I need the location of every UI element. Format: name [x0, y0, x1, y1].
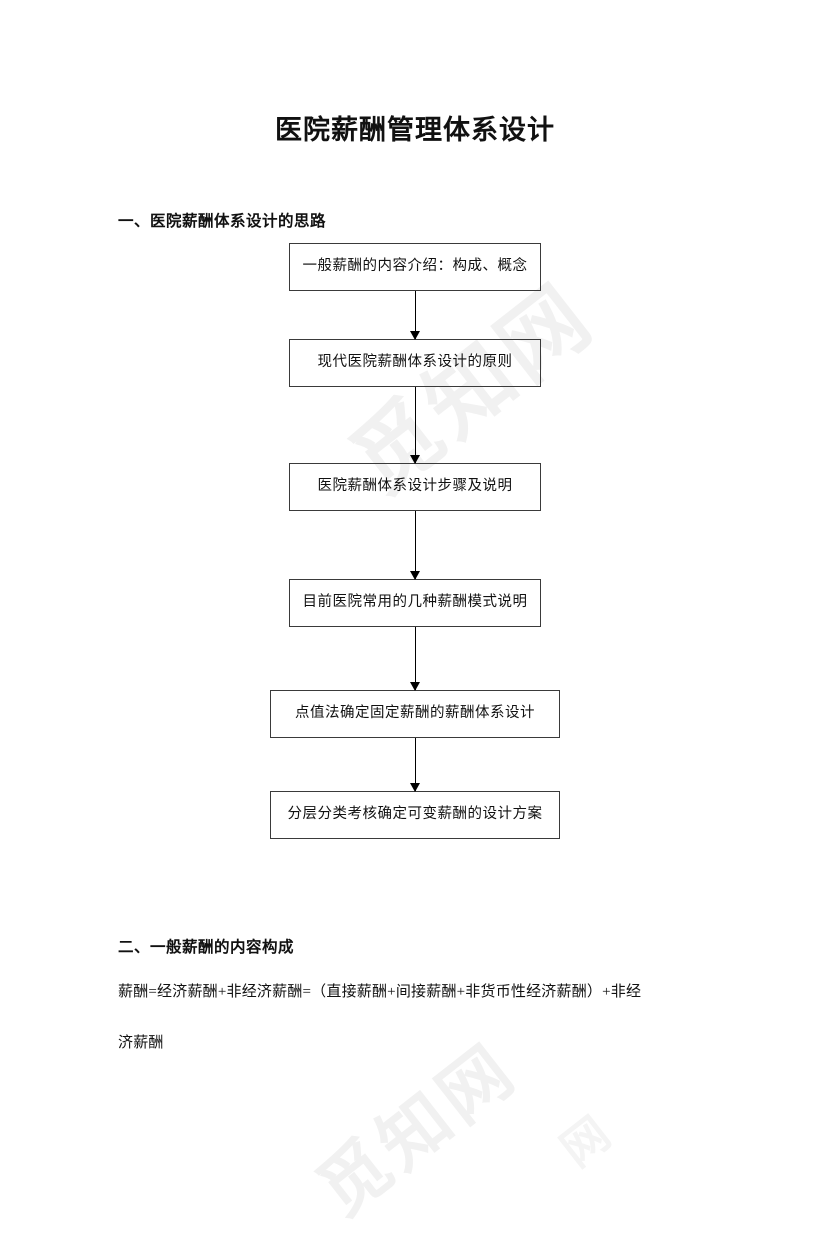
body-paragraph: 薪酬=经济薪酬+非经济薪酬=（直接薪酬+间接薪酬+非货币性经济薪酬）+非经 济薪…: [100, 985, 730, 1051]
flow-arrow-1: [414, 291, 416, 339]
formula-line-1: 薪酬=经济薪酬+非经济薪酬=（直接薪酬+间接薪酬+非货币性经济薪酬）+非经: [118, 984, 642, 1000]
flow-box-5[interactable]: 点值法确定固定薪酬的薪酬体系设计: [270, 690, 560, 738]
flow-arrow-5: [414, 738, 416, 791]
flow-arrow-4: [414, 627, 416, 690]
document-page: 医院薪酬管理体系设计 一、医院薪酬体系设计的思路 一般薪酬的内容介绍：构成、概念…: [0, 0, 830, 1174]
page-title: 医院薪酬管理体系设计: [275, 115, 555, 145]
flow-box-2[interactable]: 现代医院薪酬体系设计的原则: [289, 339, 541, 387]
flow-box-1[interactable]: 一般薪酬的内容介绍：构成、概念: [289, 243, 541, 291]
flowchart-row-5: 点值法确定固定薪酬的薪酬体系设计: [100, 690, 730, 738]
flowchart: 一般薪酬的内容介绍：构成、概念 现代医院薪酬体系设计的原则 医院薪酬体系设计步骤…: [100, 243, 730, 839]
flowchart-row-1: 一般薪酬的内容介绍：构成、概念: [100, 243, 730, 291]
section-heading-1: 一、医院薪酬体系设计的思路: [118, 213, 327, 230]
flowchart-row-3: 医院薪酬体系设计步骤及说明: [100, 463, 730, 511]
flowchart-row-6: 分层分类考核确定可变薪酬的设计方案: [100, 791, 730, 839]
flow-arrow-2: [414, 387, 416, 463]
flowchart-row-4: 目前医院常用的几种薪酬模式说明: [100, 579, 730, 627]
formula-line-2: 济薪酬: [118, 1035, 164, 1051]
flow-arrow-3: [414, 511, 416, 579]
section-heading-2: 二、一般薪酬的内容构成: [118, 939, 295, 956]
flow-box-3[interactable]: 医院薪酬体系设计步骤及说明: [289, 463, 541, 511]
flowchart-row-2: 现代医院薪酬体系设计的原则: [100, 339, 730, 387]
section-spacer: [100, 839, 730, 935]
flow-box-4[interactable]: 目前医院常用的几种薪酬模式说明: [289, 579, 541, 627]
flow-box-6[interactable]: 分层分类考核确定可变薪酬的设计方案: [270, 791, 560, 839]
